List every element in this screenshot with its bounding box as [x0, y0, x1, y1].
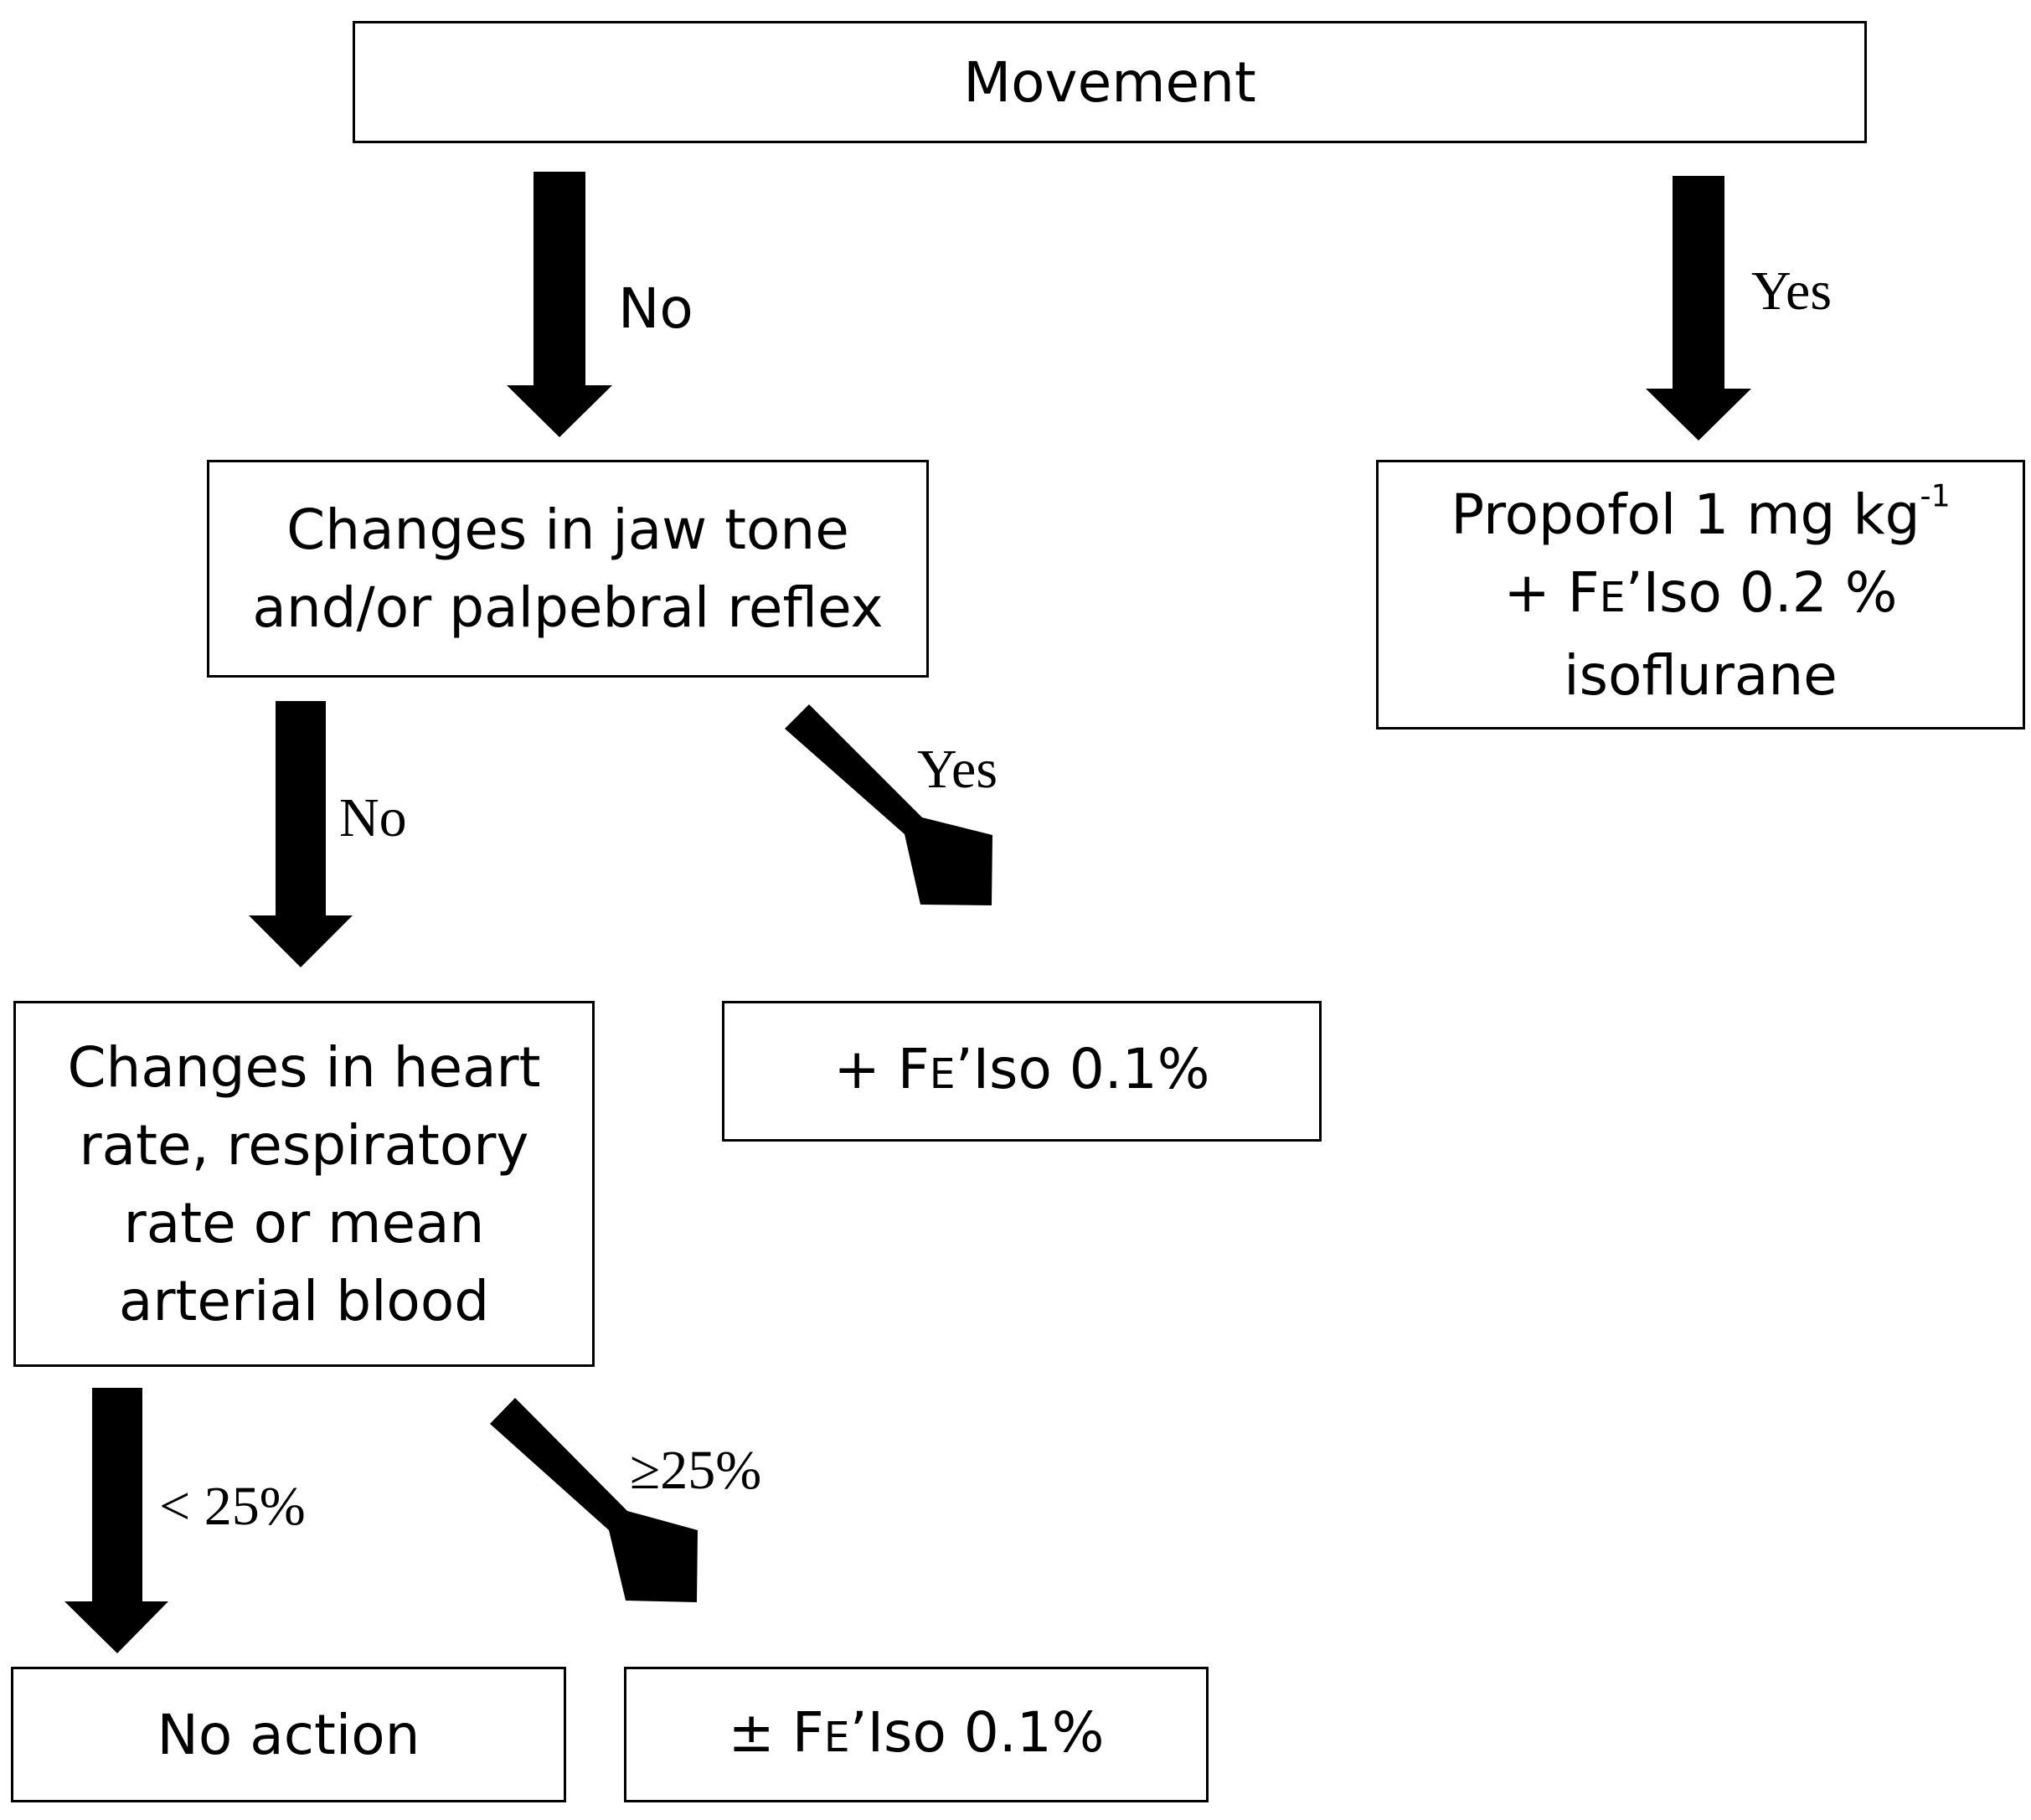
- node-jaw-tone-line-1: Changes in jaw tone: [286, 498, 849, 562]
- propofol-fe-suffix: ’Iso 0.2 %: [1625, 559, 1898, 625]
- node-jaw-tone: Changes in jaw tone and/or palpebral ref…: [207, 460, 929, 678]
- edge-label-hr-lt: < 25%: [159, 1476, 306, 1537]
- node-plus-iso-text: + FE’Iso 0.1%: [834, 1030, 1210, 1113]
- plus-iso-suffix: ’Iso 0.1%: [955, 1036, 1210, 1101]
- node-pm-iso-text: ± FE’Iso 0.1%: [729, 1694, 1105, 1776]
- pm-iso-subscript: E: [823, 1713, 850, 1761]
- edge-label-movement-no: No: [618, 276, 693, 341]
- edge-label-hr-ge: ≥25%: [630, 1440, 762, 1501]
- arrow-jaw-yes: [785, 704, 992, 905]
- node-propofol-line-2: + FE’Iso 0.2 %: [1504, 554, 1898, 637]
- propofol-exponent: -1: [1920, 477, 1951, 513]
- node-heart-rate: Changes in heart rate, respiratory rate …: [13, 1001, 595, 1367]
- pm-iso-suffix: ’Iso 0.1%: [849, 1699, 1105, 1765]
- arrow-jaw-no: [249, 701, 353, 967]
- node-jaw-tone-line-2: and/or palpebral reflex: [252, 575, 884, 640]
- node-propofol-line-3: isoflurane: [1564, 642, 1838, 708]
- plus-iso-subscript: E: [929, 1049, 956, 1098]
- node-propofol-line-1: Propofol 1 mg kg-1: [1451, 476, 1950, 554]
- node-propofol: Propofol 1 mg kg-1 + FE’Iso 0.2 % isoflu…: [1376, 460, 2025, 730]
- node-no-action-text: No action: [157, 1702, 420, 1767]
- node-pm-iso: ± FE’Iso 0.1%: [624, 1667, 1209, 1802]
- arrow-movement-no: [507, 172, 612, 437]
- edge-label-movement-yes: Yes: [1751, 260, 1833, 322]
- node-movement: Movement: [353, 21, 1867, 143]
- node-movement-text: Movement: [963, 49, 1256, 115]
- node-heart-rate-line-4: arterial blood: [118, 1268, 490, 1333]
- node-heart-rate-line-3: rate or mean: [123, 1190, 485, 1255]
- arrow-hr-lt: [64, 1388, 168, 1653]
- node-heart-rate-line-1: Changes in heart: [67, 1034, 541, 1100]
- node-plus-iso: + FE’Iso 0.1%: [722, 1001, 1322, 1142]
- edge-label-jaw-yes: Yes: [917, 739, 998, 800]
- arrow-hr-ge: [490, 1398, 698, 1602]
- propofol-dose-text: Propofol 1 mg kg: [1451, 482, 1920, 547]
- edge-label-jaw-no: No: [339, 787, 407, 848]
- node-no-action: No action: [11, 1667, 566, 1802]
- node-heart-rate-line-2: rate, respiratory: [79, 1112, 529, 1178]
- propofol-fe-prefix: + F: [1503, 559, 1600, 625]
- arrow-movement-yes: [1646, 176, 1751, 441]
- plus-iso-prefix: + F: [833, 1036, 930, 1101]
- pm-iso-prefix: ± F: [728, 1699, 824, 1765]
- propofol-fe-subscript: E: [1599, 573, 1626, 621]
